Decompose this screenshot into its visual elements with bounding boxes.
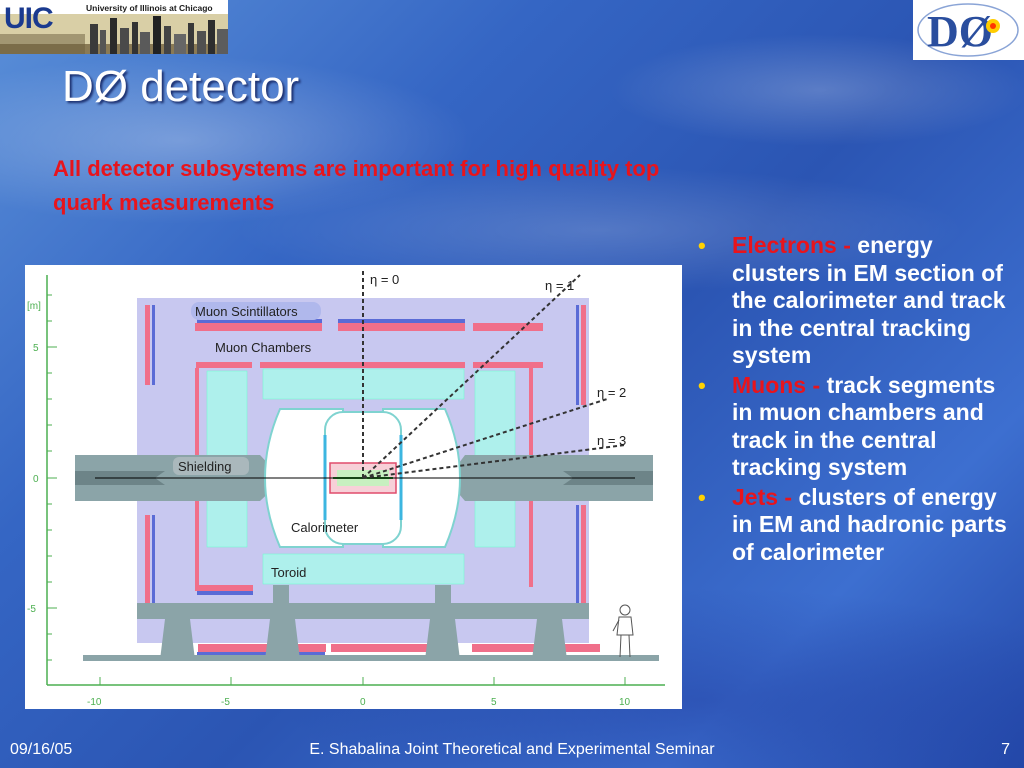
x-tick-label: -10 [87, 697, 102, 708]
bullet-separator: - [836, 232, 858, 258]
eta-label: η = 2 [597, 385, 626, 400]
bullet-term: Muons [732, 371, 807, 398]
bullet-dot-icon: • [698, 372, 706, 398]
eta-line [362, 398, 608, 479]
uic-logo: UIC University of Illinois at Chicago [0, 0, 228, 54]
x-tick-label: 5 [491, 697, 497, 708]
particle-bullet-list: • Electrons - energy clusters in EM secti… [694, 232, 1012, 568]
d0-logo: DØ [913, 0, 1024, 60]
footer-page-number: 7 [1001, 741, 1010, 758]
bullet-jets: • Jets - clusters of energy in EM and had… [694, 484, 1012, 567]
eta-label: η = 3 [597, 433, 626, 448]
shielding-label: Shielding [178, 459, 232, 474]
slide-subtitle: All detector subsystems are important fo… [53, 156, 660, 215]
bullet-text: energy clusters in EM section of the cal… [732, 232, 1006, 368]
y-tick-label: -5 [27, 604, 36, 615]
slide-title: DØ detector [62, 62, 300, 111]
bullet-text: clusters of energy in EM and hadronic pa… [732, 483, 1007, 565]
bullet-muons: • Muons - track segments in muon chambers… [694, 372, 1012, 482]
y-tick-label: 5 [33, 343, 39, 354]
toroid-label: Toroid [271, 565, 306, 580]
university-name: University of Illinois at Chicago [86, 3, 213, 13]
calorimeter-label: Calorimeter [291, 520, 359, 535]
y-unit-label: [m] [27, 301, 41, 312]
footer-date: 09/16/05 [10, 741, 73, 758]
eta-label: η = 1 [545, 278, 574, 293]
x-tick-label: -5 [221, 697, 230, 708]
person-scale-icon [612, 604, 634, 658]
eta-line [362, 444, 626, 479]
d0-logo-text: DØ [927, 7, 993, 56]
bullet-term: Electrons [732, 232, 837, 258]
y-tick-label: 0 [33, 474, 39, 485]
d0-logo-icon: DØ [917, 3, 1019, 57]
bullet-electrons: • Electrons - energy clusters in EM secti… [694, 232, 1012, 370]
muon-scintillators-label: Muon Scintillators [195, 304, 298, 319]
uic-logo-text: UIC [4, 2, 54, 35]
muon-chambers-label: Muon Chambers [215, 340, 312, 355]
detector-diagram: [m] 5 0 -5 -10 -5 0 5 10 [25, 265, 682, 709]
footer-presenter: E. Shabalina Joint Theoretical and Exper… [309, 741, 715, 758]
detector-diagram-svg: [m] 5 0 -5 -10 -5 0 5 10 [27, 270, 665, 708]
bullet-dot-icon: • [698, 233, 706, 258]
eta-line [362, 274, 581, 479]
bullet-separator: - [806, 371, 827, 398]
eta-label: η = 0 [370, 272, 399, 287]
chicago-skyline-icon [0, 14, 228, 54]
bullet-term: Jets - [732, 483, 793, 510]
bullet-text: track segments in muon chambers and trac… [732, 371, 996, 481]
x-tick-label: 10 [619, 697, 631, 708]
x-tick-label: 0 [360, 697, 366, 708]
bullet-dot-icon: • [698, 484, 706, 510]
